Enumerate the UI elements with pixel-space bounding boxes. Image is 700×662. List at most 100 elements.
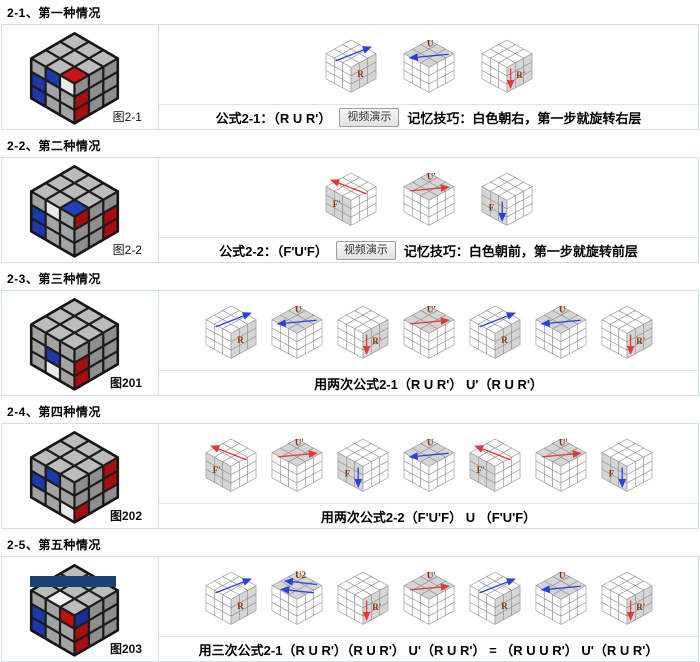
move-label: R: [237, 600, 244, 610]
case-detail-cell: R U R' 公式2-1：（R U R'）视频演示记忆技巧：白色朝右，第一步就旋转右层: [159, 25, 698, 129]
move-diagram-Up: U': [403, 570, 454, 625]
move-diagram-R: R: [325, 39, 376, 93]
move-diagram-Fp: F': [205, 438, 256, 492]
figure-label: 图203: [109, 642, 142, 656]
move-label: U': [426, 570, 435, 580]
move-sequence: R U R': [159, 25, 698, 104]
formula-row: 用三次公式2-1（R U R'）（R U R'） U'（R U R'） = （R…: [159, 636, 698, 661]
move-diagram-U: U: [535, 304, 586, 359]
move-label: U': [426, 171, 435, 181]
case-cube-image: [29, 32, 120, 125]
case-box: 图2-1 R U R' 公式2-1：（R U R'）视频演示记忆技巧：白色朝右，第一步就…: [1, 24, 699, 130]
move-label: R': [636, 336, 645, 346]
move-label: U: [294, 304, 301, 314]
move-diagram-U: U: [271, 304, 322, 359]
section-heading: 2-4、第四种情况: [7, 405, 101, 419]
case-figure-cell: 图202: [2, 424, 159, 528]
formula-row: 用两次公式2-1（R U R'） U'（R U R'）: [159, 370, 698, 395]
formula-row: 用两次公式2-2（F'U'F） U （F'U'F）: [159, 503, 698, 528]
move-diagram-F: F: [481, 172, 532, 226]
move-label: U: [558, 570, 565, 580]
move-label: U': [294, 437, 303, 447]
case-cube-image: [29, 564, 120, 657]
formula-row: 公式2-2：（F'U'F） 视频演示记忆技巧：白色朝前，第一步就旋转前层: [159, 237, 698, 262]
case-box: 图201 R U R' U' R U R' 用两次公式2-1（R U R'） U'（R U R'…: [1, 290, 699, 396]
move-label: U: [426, 38, 433, 48]
move-diagram-U2: U2: [271, 569, 322, 625]
case-detail-cell: F' U' F 公式2-2：（F'U'F） 视频演示记忆技巧：白色朝前，第一步就旋转前层: [159, 158, 698, 262]
move-label: F': [212, 464, 220, 474]
move-sequence: R U R' U' R U R': [159, 291, 698, 370]
case-box: 图202 F' U' F U F' U' F 用两次公式2-2（F'U'F） U （F'U'F）: [1, 423, 699, 529]
figure-label: 图201: [109, 376, 142, 390]
figure-label: 图2-1: [112, 110, 142, 124]
move-sequence: F' U' F U F' U' F: [159, 424, 698, 503]
cropped-image-fragment: [30, 576, 116, 587]
move-label: R': [636, 602, 645, 612]
case-figure-cell: 图203: [2, 557, 159, 661]
move-diagram-R: R: [469, 571, 520, 625]
formula-text: 公式2-2：（F'U'F）: [219, 243, 328, 259]
section-heading: 2-5、第五种情况: [7, 538, 101, 552]
move-label: U': [426, 304, 435, 314]
case-detail-cell: F' U' F U F' U' F 用两次公式2-2（F'U'F） U （F'U'F）: [159, 424, 698, 528]
video-demo-button[interactable]: 视频演示: [339, 107, 400, 127]
memory-tip: 记忆技巧：白色朝右，第一步就旋转右层: [407, 110, 642, 126]
move-label: U: [426, 437, 433, 447]
move-diagram-Rp: R': [337, 571, 388, 625]
move-label: U': [558, 437, 567, 447]
move-diagram-R: R: [205, 305, 256, 359]
move-diagram-Fp: F': [325, 172, 376, 226]
move-label: F': [476, 464, 484, 474]
memory-tip: 记忆技巧：白色朝前，第一步就旋转前层: [403, 243, 638, 259]
move-label: R: [357, 68, 364, 78]
case-figure-cell: 图201: [2, 291, 159, 395]
move-label: R': [372, 602, 381, 612]
figure-label: 图202: [109, 509, 142, 523]
case-detail-cell: R U R' U' R U R' 用两次公式2-1（R U R'） U'（R U R'）: [159, 291, 698, 395]
case-figure-cell: 图2-1: [2, 25, 159, 129]
move-diagram-U: U: [403, 437, 454, 492]
move-diagram-U: U: [403, 38, 454, 93]
move-diagram-Rp: R': [601, 305, 652, 359]
move-label: U: [558, 304, 565, 314]
move-diagram-Fp: F': [469, 438, 520, 492]
move-diagram-F: F: [337, 438, 388, 492]
move-diagram-U: U: [535, 570, 586, 625]
move-label: R: [501, 334, 508, 344]
move-label: R: [237, 334, 244, 344]
move-label: R: [501, 600, 508, 610]
move-diagram-F: F: [601, 438, 652, 492]
move-diagram-Up: U': [535, 437, 586, 492]
move-label: R': [372, 336, 381, 346]
move-diagram-Up: U': [403, 304, 454, 359]
case-section: 2-3、第三种情况图201 R U R' U' R U R' 用两次公式2-1（R U R'） …: [0, 266, 700, 396]
move-diagram-R: R: [469, 305, 520, 359]
move-label: F': [332, 198, 340, 208]
formula-row: 公式2-1：（R U R'）视频演示记忆技巧：白色朝右，第一步就旋转右层: [159, 104, 698, 129]
case-section: 2-2、第二种情况图2-2 F' U' F 公式2-2：（F'U'F） 视频演示记忆技巧：…: [0, 133, 700, 263]
case-section: 2-4、第四种情况图202 F' U' F U F' U' F 用两次公式2-2（F'U'F） …: [0, 399, 700, 529]
case-box: 图2-2 F' U' F 公式2-2：（F'U'F） 视频演示记忆技巧：白色朝前，第一步就…: [1, 157, 699, 263]
move-label: F: [608, 468, 614, 478]
formula-text: 用三次公式2-1（R U R'）（R U R'） U'（R U R'） = （R…: [198, 642, 659, 658]
move-label: F: [344, 468, 350, 478]
move-diagram-R: R: [205, 571, 256, 625]
move-diagram-Up: U': [403, 171, 454, 226]
move-diagram-Rp: R': [337, 305, 388, 359]
figure-label: 图2-2: [112, 243, 142, 257]
move-diagram-Rp: R': [481, 39, 532, 93]
move-diagram-Rp: R': [601, 571, 652, 625]
section-heading: 2-2、第二种情况: [7, 139, 101, 153]
formula-text: 用两次公式2-1（R U R'） U'（R U R'）: [314, 376, 543, 392]
section-heading: 2-3、第三种情况: [7, 272, 101, 286]
case-cube-image: [29, 298, 120, 391]
video-demo-button[interactable]: 视频演示: [335, 240, 396, 260]
formula-text: 用两次公式2-2（F'U'F） U （F'U'F）: [320, 509, 537, 525]
